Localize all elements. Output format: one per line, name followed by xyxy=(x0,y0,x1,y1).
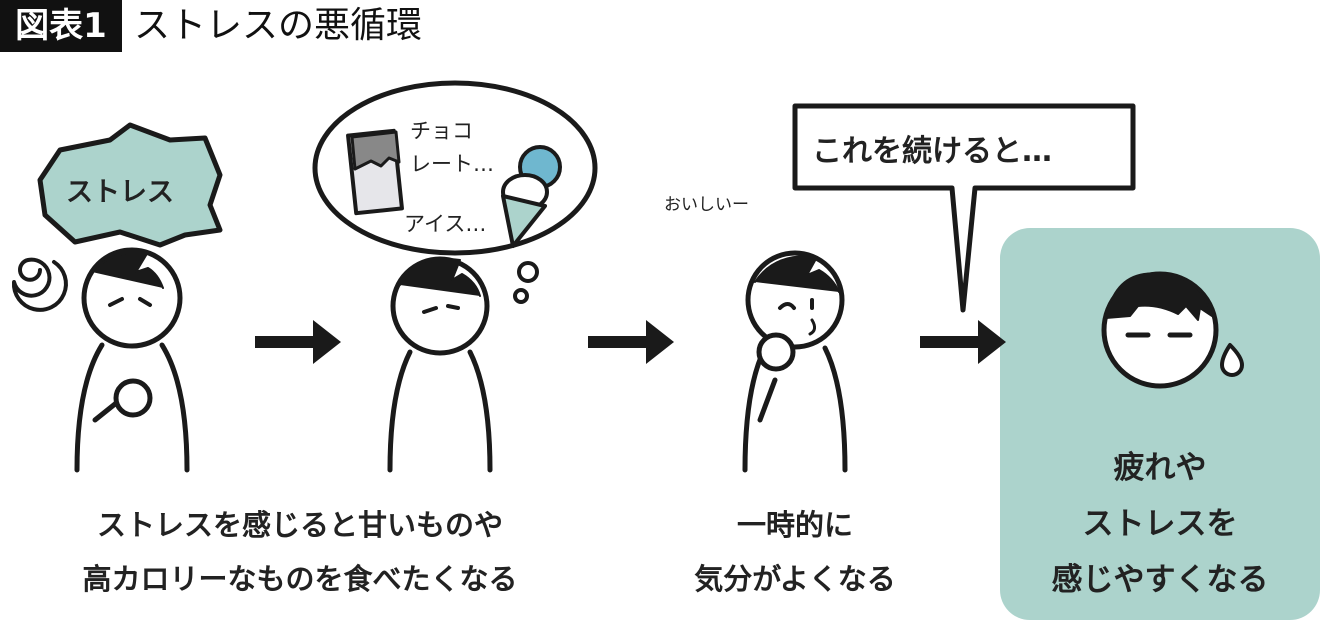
caption-3: 一時的に 気分がよくなる xyxy=(650,498,940,606)
caption-3-line-2: 気分がよくなる xyxy=(694,562,896,596)
chocolate-label-2: レート… xyxy=(410,152,494,176)
callout-text: これを続けると… xyxy=(812,134,1052,169)
arrows xyxy=(255,320,1006,364)
result-line-1: 疲れや xyxy=(1113,450,1207,486)
chocolate-icon xyxy=(346,128,404,216)
caption-3-line-1: 一時的に xyxy=(736,508,853,542)
stressed-person-icon xyxy=(74,247,190,473)
caption-1: ストレスを感じると甘いものや 高カロリーなものを食べたくなる xyxy=(20,498,580,606)
caption-1-line-1: ストレスを感じると甘いものや xyxy=(96,508,503,542)
ice-label: アイス… xyxy=(404,212,487,236)
craving-person-icon xyxy=(387,256,493,473)
ice-cream-icon xyxy=(501,145,562,248)
result-line-3: 感じやすくなる xyxy=(1051,562,1269,598)
chocolate-label-1: チョコ xyxy=(410,119,473,143)
caption-1-line-2: 高カロリーなものを食べたくなる xyxy=(82,562,518,596)
arrow-icon xyxy=(255,320,341,364)
page-title: ストレスの悪循環 xyxy=(134,5,423,46)
stress-cloud-icon xyxy=(37,122,223,248)
callout-box xyxy=(792,103,1136,313)
cloud-text: ストレス xyxy=(66,177,174,208)
result-line-2: ストレスを xyxy=(1082,506,1238,542)
arrow-icon xyxy=(588,320,674,364)
result-panel-bg xyxy=(1000,228,1320,620)
happy-person-icon xyxy=(742,250,848,473)
dizzy-spiral-icon xyxy=(11,257,68,312)
result-text: 疲れや ストレスを 感じやすくなる xyxy=(1000,440,1320,608)
arrow-icon xyxy=(920,320,1006,364)
speech-text: おいしいー xyxy=(664,195,749,215)
figure-badge: 図表1 xyxy=(0,0,122,52)
tired-face-icon xyxy=(1101,271,1244,389)
